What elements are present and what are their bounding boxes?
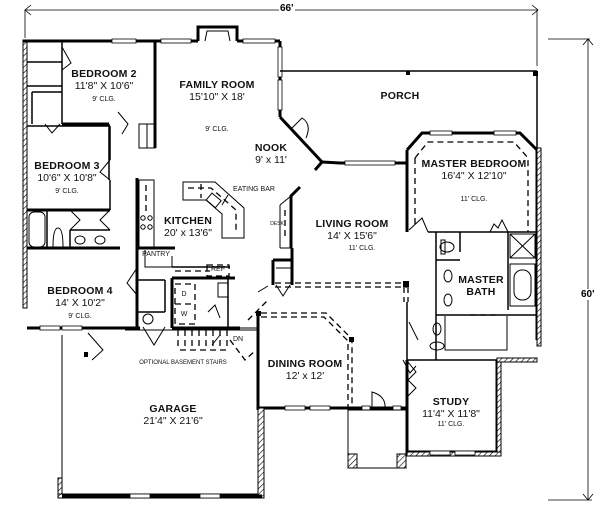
- room-name: GARAGE: [149, 403, 197, 415]
- room-name: KITCHEN: [163, 215, 213, 227]
- basement-stairs: [172, 326, 258, 361]
- room-size: 11'8" X 10'6": [74, 80, 134, 93]
- room-label-porch: PORCH: [380, 90, 420, 102]
- room-ceiling: 11' CLG.: [437, 421, 465, 429]
- exterior-wall-left: [22, 39, 28, 309]
- washer-label: W: [180, 311, 188, 318]
- ref-label: REF: [211, 266, 225, 273]
- room-size: 10'6" X 10'8": [37, 172, 97, 185]
- room-label-bedroom-3: BEDROOM 3 10'6" X 10'8" 9' CLG.: [34, 160, 99, 196]
- living-dining-walls: [256, 281, 417, 411]
- room-size: 15'10" X 18': [189, 91, 245, 104]
- room-name: DINING ROOM: [267, 358, 343, 370]
- room-size: 14' X 10'2": [55, 297, 105, 310]
- kitchen-fixtures: [135, 178, 245, 280]
- width-dimension-label: 66': [279, 3, 295, 14]
- room-size: 21'4" X 21'6": [143, 415, 203, 428]
- room-ceiling: 9' CLG.: [55, 188, 79, 196]
- room-name: MASTER: [458, 274, 504, 286]
- room-ceiling: 9' CLG.: [68, 313, 92, 321]
- living-room-ceiling: 11' CLG.: [348, 245, 376, 252]
- room-size: 14' X 15'6": [327, 230, 377, 243]
- room-label-bedroom-2: BEDROOM 2 11'8" X 10'6" 9' CLG.: [71, 68, 136, 104]
- eating-bar-label: EATING BAR: [233, 186, 275, 193]
- room-size: 20' x 13'6": [163, 227, 213, 240]
- room-label-master-bath: MASTER BATH: [458, 274, 504, 298]
- room-label-garage: GARAGE 21'4" X 21'6": [143, 403, 202, 427]
- room-label-master-bedroom: MASTER BEDROOM 16'4" X 12'10" 11' CLG.: [422, 158, 527, 204]
- room-label-study: STUDY 11'4" X 11'8" 11' CLG.: [422, 396, 480, 429]
- bedroom-2-walls: [27, 41, 157, 180]
- room-name: BEDROOM 2: [71, 68, 137, 80]
- room-name: MASTER BEDROOM: [421, 158, 527, 170]
- exterior-walls: [23, 25, 407, 171]
- room-ceiling: 11' CLG.: [460, 196, 488, 204]
- room-label-family-room: FAMILY ROOM 15'10" X 18': [179, 79, 254, 103]
- room-name: LIVING ROOM: [315, 218, 389, 230]
- room-label-living-room: LIVING ROOM 14' X 15'6": [316, 218, 389, 242]
- master-bedroom-walls: [405, 130, 542, 347]
- entry-porch: [347, 409, 407, 469]
- room-size: 12' x 12': [285, 370, 325, 383]
- pantry-label: PANTRY: [142, 251, 170, 258]
- desk-area: [247, 185, 302, 321]
- master-bath-fixtures: [406, 232, 537, 360]
- room-name: NOOK: [254, 142, 288, 154]
- room-label-dining-room: DINING ROOM 12' x 12': [268, 358, 343, 382]
- room-label-kitchen: KITCHEN 20' x 13'6": [164, 215, 212, 239]
- room-label-nook: NOOK 9' x 11': [255, 142, 287, 166]
- study-walls: [405, 357, 538, 457]
- room-size: 16'4" X 12'10": [441, 170, 507, 183]
- stairs-down-label: DN: [232, 336, 244, 343]
- garage-walls: [57, 326, 265, 499]
- room-name-line-2: BATH: [466, 286, 496, 299]
- porch-outline: [280, 70, 538, 148]
- room-name: STUDY: [432, 396, 470, 408]
- room-name: BEDROOM 3: [34, 160, 100, 172]
- room-size: 11'4" X 11'8": [422, 408, 480, 421]
- bedroom-3-walls: [27, 125, 111, 248]
- depth-dimension-line: [548, 38, 594, 501]
- room-name: BEDROOM 4: [47, 285, 113, 297]
- room-size: 9' x 11': [255, 154, 287, 167]
- room-ceiling: 9' CLG.: [92, 96, 116, 104]
- depth-dimension-label: 60': [580, 289, 596, 300]
- family-room-ceiling: 9' CLG.: [205, 126, 229, 133]
- dryer-label: D: [181, 291, 187, 298]
- desk-label: DESK: [270, 221, 284, 227]
- laundry-fixtures: [170, 278, 229, 328]
- room-name: FAMILY ROOM: [179, 79, 255, 91]
- room-label-bedroom-4: BEDROOM 4 14' X 10'2" 9' CLG.: [47, 285, 112, 321]
- basement-stairs-label: OPTIONAL BASEMENT STAIRS: [139, 360, 227, 366]
